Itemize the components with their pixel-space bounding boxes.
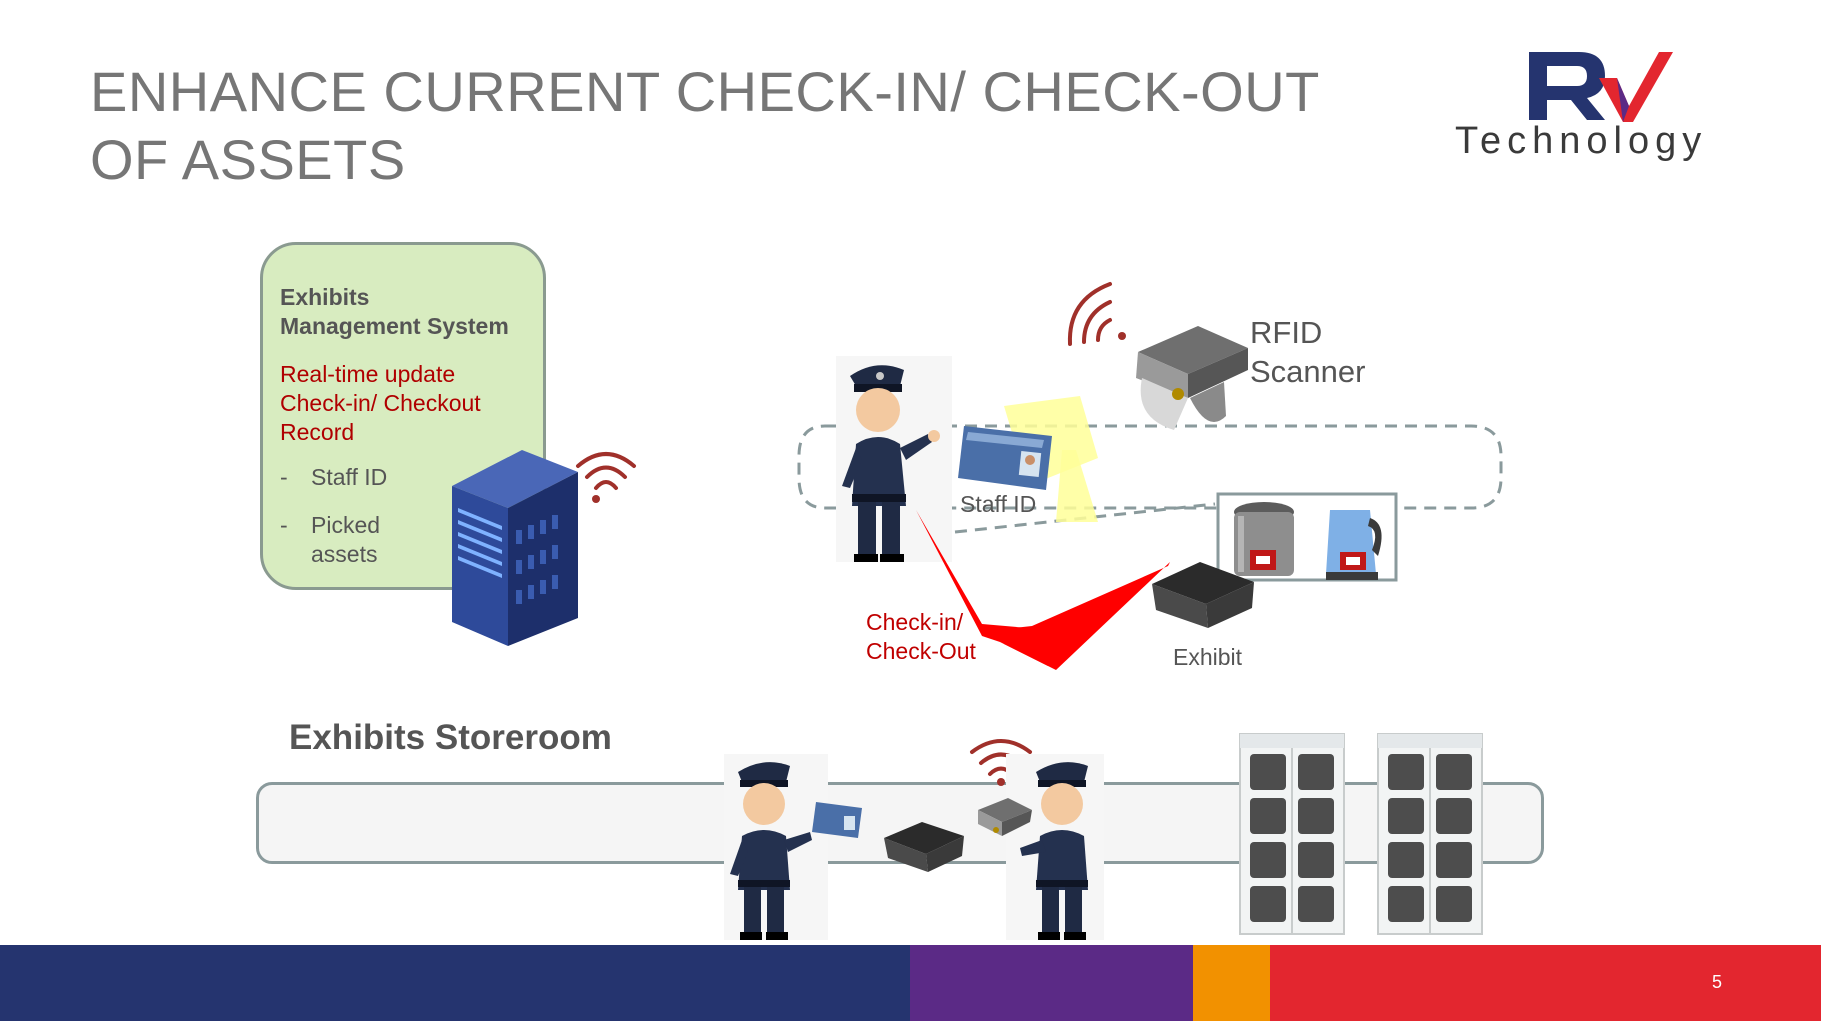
- footer-segment-purple: [910, 945, 1193, 1021]
- storage-cabinet-icon: [1377, 733, 1483, 935]
- ems-bullet: -: [280, 464, 288, 490]
- footer-segment-orange: [1193, 945, 1270, 1021]
- ems-item-staff-id: Staff ID: [311, 464, 388, 490]
- police-officer-icon: [724, 754, 828, 940]
- lightning-arrow-icon: [916, 510, 1170, 670]
- title-line-2: OF ASSETS: [90, 128, 406, 191]
- page-title: ENHANCE CURRENT CHECK-IN/ CHECK-OUT OF A…: [90, 58, 1410, 194]
- exhibit-bin-icon: [1152, 562, 1254, 628]
- ems-title: Exhibits Management System: [280, 284, 509, 339]
- police-officer-icon: [1006, 754, 1104, 940]
- rfid-scanner-icon: [1136, 326, 1248, 430]
- footer-segment-red: [1270, 945, 1821, 1021]
- logo-text: Technology: [1455, 120, 1708, 162]
- exhibit-bin-icon: [884, 822, 964, 872]
- storeroom-title: Exhibits Storeroom: [289, 718, 612, 757]
- title-line-1: ENHANCE CURRENT CHECK-IN/ CHECK-OUT: [90, 60, 1320, 123]
- wifi-icon: [576, 452, 636, 503]
- storage-cabinet-icon: [1239, 733, 1345, 935]
- rfid-scanner-icon: [978, 798, 1032, 836]
- footer-bar: [0, 945, 1821, 1021]
- rfid-scanner-label: RFID Scanner: [1250, 315, 1366, 389]
- police-officer-icon: [836, 356, 952, 562]
- kettle-icon: [1326, 510, 1382, 580]
- ems-bullet: -: [280, 512, 288, 538]
- pressure-cooker-icon: [1234, 502, 1294, 576]
- rv-logo-icon: [1529, 52, 1673, 122]
- check-in-out-label: Check-in/ Check-Out: [866, 609, 976, 664]
- footer-segment-navy: [0, 945, 910, 1021]
- wifi-icon: [1067, 282, 1126, 346]
- server-icon: [452, 450, 578, 646]
- staff-id-card-icon: [958, 426, 1052, 490]
- ems-item-picked-assets: Picked assets: [311, 512, 381, 567]
- ems-red-text: Real-time update Check-in/ Checkout Reco…: [280, 361, 481, 445]
- exhibit-label: Exhibit: [1173, 644, 1243, 670]
- staff-id-label: Staff ID: [960, 491, 1037, 517]
- staff-id-card-icon: [812, 802, 862, 838]
- page-number: 5: [1712, 972, 1723, 992]
